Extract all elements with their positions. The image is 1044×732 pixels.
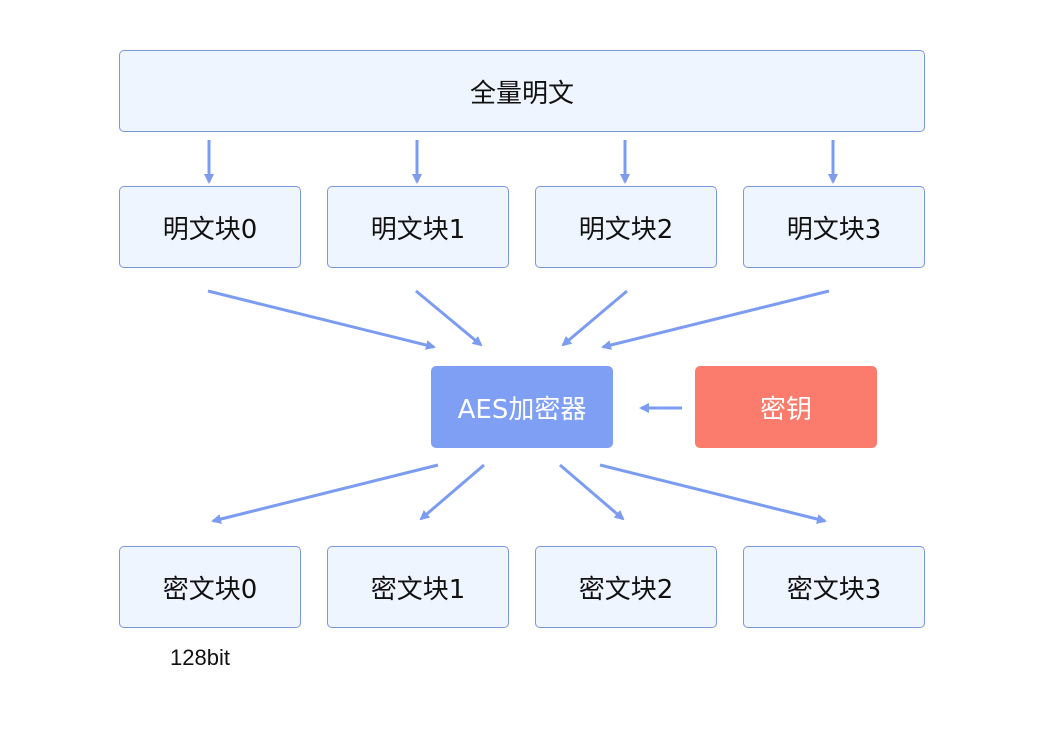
block-size-label: 128bit bbox=[170, 645, 230, 670]
plaintext-block-3-label: 明文块3 bbox=[786, 214, 882, 245]
key-label: 密钥 bbox=[759, 394, 812, 425]
arrow-aes-to-cipher-2 bbox=[559, 463, 625, 521]
ciphertext-block-2: 密文块2 bbox=[535, 546, 717, 628]
ciphertext-block-1: 密文块1 bbox=[327, 546, 509, 628]
plaintext-block-0-label: 明文块0 bbox=[162, 214, 258, 245]
ciphertext-block-2-label: 密文块2 bbox=[578, 574, 674, 605]
ciphertext-block-0: 密文块0 bbox=[119, 546, 301, 628]
aes-encryptor-label: AES加密器 bbox=[457, 394, 587, 425]
arrow-block-3-to-aes bbox=[601, 289, 830, 350]
plaintext-block-0: 明文块0 bbox=[119, 186, 301, 268]
ciphertext-block-0-label: 密文块0 bbox=[162, 574, 258, 605]
plaintext-block-2-label: 明文块2 bbox=[578, 214, 674, 245]
ciphertext-block-1-label: 密文块1 bbox=[370, 574, 466, 605]
key-box: 密钥 bbox=[695, 366, 877, 448]
plaintext-block-3: 明文块3 bbox=[743, 186, 925, 268]
plaintext-block-1: 明文块1 bbox=[327, 186, 509, 268]
ciphertext-block-3-label: 密文块3 bbox=[786, 574, 882, 605]
arrow-block-1-to-aes bbox=[415, 289, 483, 347]
arrow-aes-to-cipher-1 bbox=[419, 463, 485, 521]
plaintext-block-1-label: 明文块1 bbox=[370, 214, 466, 245]
plaintext-all-label: 全量明文 bbox=[469, 78, 574, 109]
aes-encryptor-box: AES加密器 bbox=[431, 366, 613, 448]
plaintext-block-2: 明文块2 bbox=[535, 186, 717, 268]
ciphertext-block-3: 密文块3 bbox=[743, 546, 925, 628]
arrow-aes-to-cipher-3 bbox=[599, 463, 827, 524]
arrow-block-0-to-aes bbox=[207, 289, 436, 350]
arrow-block-2-to-aes bbox=[561, 289, 628, 347]
plaintext-all-box: 全量明文 bbox=[119, 50, 925, 132]
arrow-aes-to-cipher-0 bbox=[211, 463, 439, 524]
